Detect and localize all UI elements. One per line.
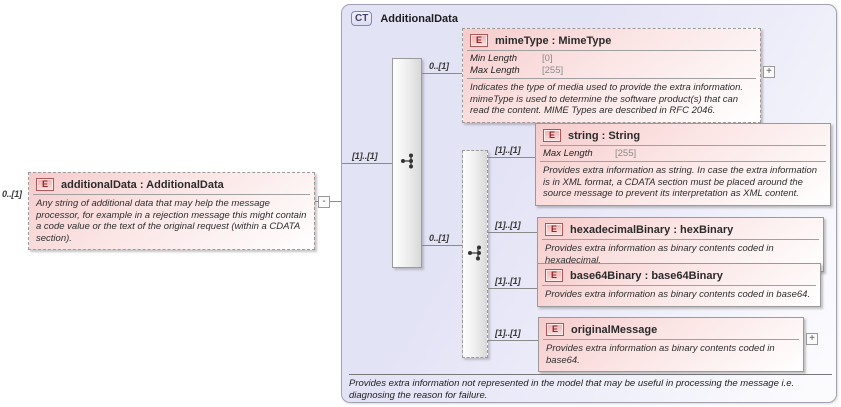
element-title: mimeType : MimeType — [495, 34, 612, 47]
cardinality-label: 0..[1] — [2, 189, 22, 199]
facet-value: [255] — [542, 65, 564, 76]
complex-type-header: CT AdditionalData — [351, 11, 458, 26]
element-title: base64Binary : base64Binary — [570, 269, 723, 282]
cardinality-label: [1]..[1] — [495, 145, 521, 155]
element-mimetype[interactable]: E mimeType : MimeType Min Length [0] Max… — [462, 28, 761, 123]
element-annotation: Provides extra information as string. In… — [543, 165, 818, 199]
facet-row: Max Length [255] — [470, 65, 753, 77]
separator — [543, 339, 799, 340]
cardinality-label: 0..[1] — [429, 233, 449, 243]
cardinality-label: [1]..[1] — [495, 328, 521, 338]
element-annotation: Any string of additional data that may h… — [36, 198, 307, 244]
connector-line — [488, 288, 537, 289]
element-annotation: Provides extra information as binary con… — [545, 289, 811, 300]
separator — [540, 161, 826, 162]
element-badge-icon: E — [36, 178, 54, 191]
element-additionaldata[interactable]: E additionalData : AdditionalData Any st… — [28, 172, 315, 250]
cardinality-label: [1]..[1] — [495, 220, 521, 230]
element-annotation: Provides extra information as binary con… — [545, 243, 774, 266]
separator — [542, 285, 816, 286]
element-originalmessage[interactable]: E originalMessage Provides extra informa… — [538, 317, 804, 372]
element-header: E base64Binary : base64Binary — [538, 264, 820, 285]
facet-value: [0] — [542, 53, 553, 64]
element-hexadecimalbinary[interactable]: E hexadecimalBinary : hexBinary Provides… — [537, 217, 824, 272]
facet-list: Min Length [0] Max Length [255] — [463, 51, 760, 78]
connector-line — [488, 340, 538, 341]
connector-line — [422, 73, 462, 74]
element-annotation: Indicates the type of media used to prov… — [470, 82, 744, 116]
complex-type-badge-icon: CT — [351, 11, 373, 26]
separator — [540, 145, 826, 146]
choice-icon — [467, 243, 484, 266]
element-string[interactable]: E string : String Max Length [255] Provi… — [535, 123, 831, 206]
facet-row: Max Length [255] — [543, 148, 823, 160]
separator — [467, 78, 756, 79]
choice-compositor[interactable] — [462, 150, 488, 358]
facet-row: Min Length [0] — [470, 53, 753, 65]
cardinality-label: 0..[1] — [429, 61, 449, 71]
separator — [542, 239, 819, 240]
element-badge-icon: E — [543, 129, 561, 142]
sequence-compositor[interactable] — [392, 58, 422, 268]
element-badge-icon: E — [546, 323, 564, 336]
element-badge-icon: E — [545, 269, 563, 282]
element-badge-icon: E — [470, 34, 488, 47]
connector-line — [488, 232, 537, 233]
separator — [467, 50, 756, 51]
complex-type-annotation: Provides extra information not represent… — [349, 374, 832, 401]
element-base64binary[interactable]: E base64Binary : base64Binary Provides e… — [537, 263, 821, 307]
facet-value: [255] — [615, 148, 637, 159]
connector-line — [488, 157, 535, 158]
element-title: hexadecimalBinary : hexBinary — [570, 223, 734, 236]
element-header: E string : String — [536, 124, 830, 145]
connector-line — [422, 245, 462, 246]
cardinality-label: [1]..[1] — [352, 151, 378, 161]
cardinality-label: [1]..[1] — [495, 276, 521, 286]
separator — [33, 194, 310, 195]
connector-line — [342, 163, 392, 164]
facet-label: Max Length — [470, 65, 520, 76]
element-title: originalMessage — [571, 323, 658, 336]
expand-icon[interactable]: + — [806, 333, 818, 345]
sequence-icon — [399, 152, 416, 175]
facet-label: Max Length — [543, 148, 593, 159]
element-header: E mimeType : MimeType — [463, 29, 760, 50]
facet-list: Max Length [255] — [536, 146, 830, 161]
facet-label: Min Length — [470, 53, 518, 64]
element-badge-icon: E — [545, 223, 563, 236]
element-header: E originalMessage — [539, 318, 803, 339]
element-title: string : String — [568, 129, 641, 142]
element-title: additionalData : AdditionalData — [61, 178, 224, 191]
complex-type-title: AdditionalData — [380, 12, 458, 25]
expand-icon[interactable]: + — [763, 66, 775, 78]
element-annotation: Provides extra information as binary con… — [546, 343, 775, 366]
element-header: E additionalData : AdditionalData — [29, 173, 314, 194]
collapse-icon[interactable]: - — [318, 196, 330, 208]
element-header: E hexadecimalBinary : hexBinary — [538, 218, 823, 239]
